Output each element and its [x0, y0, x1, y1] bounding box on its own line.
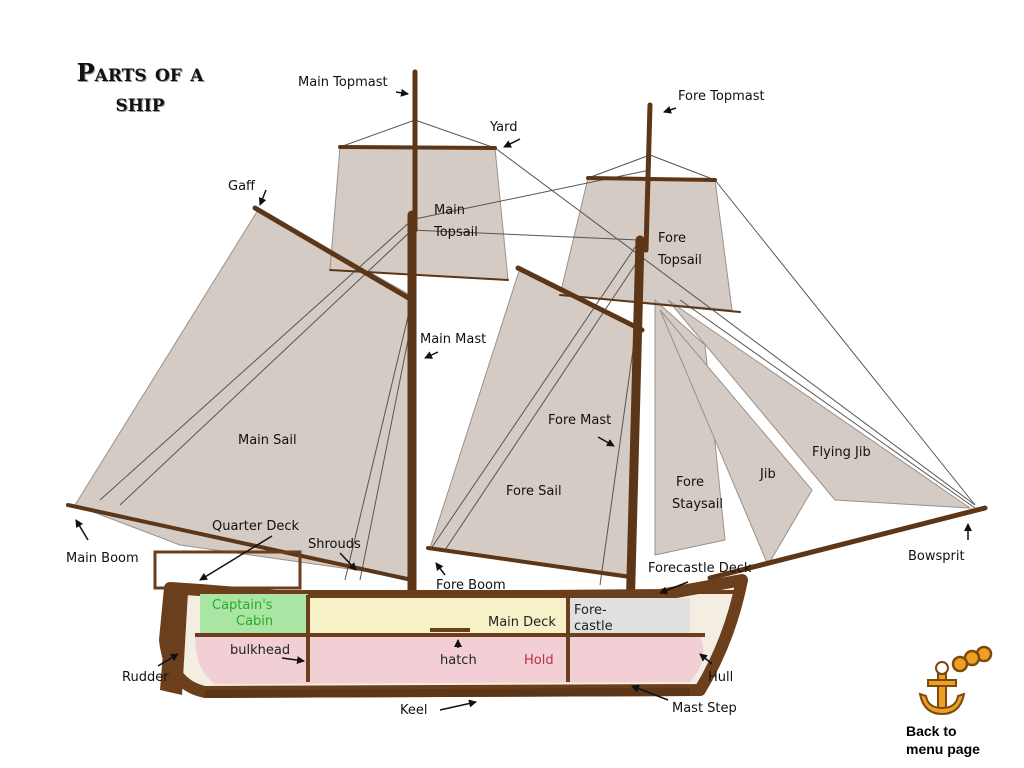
main-topsail	[329, 146, 509, 281]
label-main-topsail-1: Main	[434, 203, 465, 218]
callout-arrows	[75, 88, 972, 711]
flying-jib	[667, 299, 972, 509]
label-main-topsail-2: Topsail	[433, 225, 478, 240]
fore-yard	[586, 176, 717, 182]
label-bulkhead: bulkhead	[230, 643, 290, 658]
label-hull: Hull	[708, 670, 733, 685]
forecastle-room	[570, 598, 690, 634]
fore-boom	[426, 546, 632, 579]
label-main-deck: Main Deck	[488, 615, 556, 630]
label-forecastle-2: castle	[574, 619, 613, 634]
label-keel: Keel	[400, 703, 428, 718]
sails	[74, 146, 972, 579]
label-shrouds: Shrouds	[308, 537, 361, 552]
label-fore-topmast: Fore Topmast	[678, 89, 765, 104]
jib	[659, 309, 813, 567]
back-to-menu-line-1: Back to	[906, 723, 957, 739]
label-fore-topsail-1: Fore	[658, 231, 686, 246]
anchor-icon	[918, 645, 993, 716]
label-fore-boom: Fore Boom	[436, 578, 506, 593]
label-main-topmast: Main Topmast	[298, 75, 388, 90]
label-captains-cabin-1: Captain's	[212, 598, 273, 613]
rigging	[99, 119, 976, 586]
captains-cabin-room	[200, 594, 308, 634]
topsail-yard-lower	[329, 269, 509, 281]
main-gaff	[252, 205, 415, 303]
hull	[153, 550, 748, 698]
label-quarter-deck: Quarter Deck	[212, 519, 300, 534]
page-title: Parts of a ship	[40, 58, 240, 118]
label-fore-staysail-2: Staysail	[672, 497, 723, 512]
label-main-mast: Main Mast	[420, 332, 486, 347]
bowsprit	[707, 505, 988, 581]
keel	[204, 688, 691, 698]
label-fore-mast: Fore Mast	[548, 413, 611, 428]
label-main-sail: Main Sail	[238, 433, 297, 448]
label-fore-sail: Fore Sail	[506, 484, 562, 499]
label-rudder: Rudder	[122, 670, 169, 685]
label-fore-topsail-2: Topsail	[657, 253, 702, 268]
label-captains-cabin-2: Cabin	[236, 614, 273, 629]
label-fore-staysail-1: Fore	[676, 475, 704, 490]
main-yard	[338, 145, 497, 150]
label-yard: Yard	[489, 120, 518, 135]
label-hold: Hold	[524, 653, 554, 668]
fore-topsail-yard-lower	[559, 294, 741, 313]
hold-room	[195, 636, 704, 684]
fore-gaff	[515, 265, 645, 333]
rudder	[160, 590, 188, 695]
label-main-boom: Main Boom	[66, 551, 139, 566]
back-to-menu-label[interactable]: Back to menu page	[906, 722, 1016, 758]
label-hatch: hatch	[440, 653, 477, 668]
page-title-line-2: ship	[115, 88, 165, 117]
page-title-line-1: Parts of a	[76, 58, 204, 87]
label-mast-step: Mast Step	[672, 701, 737, 716]
fore-staysail	[654, 298, 726, 556]
label-forecastle-deck: Forecastle Deck	[648, 561, 752, 576]
back-to-menu-line-2: menu page	[906, 741, 980, 757]
labels: Main Topmast Fore Topmast Yard Gaff Main…	[66, 75, 965, 718]
label-forecastle-1: Fore-	[574, 603, 607, 618]
label-gaff: Gaff	[228, 179, 256, 194]
label-bowsprit: Bowsprit	[908, 549, 965, 564]
quarter-deck-rail	[153, 550, 302, 590]
label-jib: Jib	[759, 467, 776, 482]
label-flying-jib: Flying Jib	[812, 445, 871, 460]
